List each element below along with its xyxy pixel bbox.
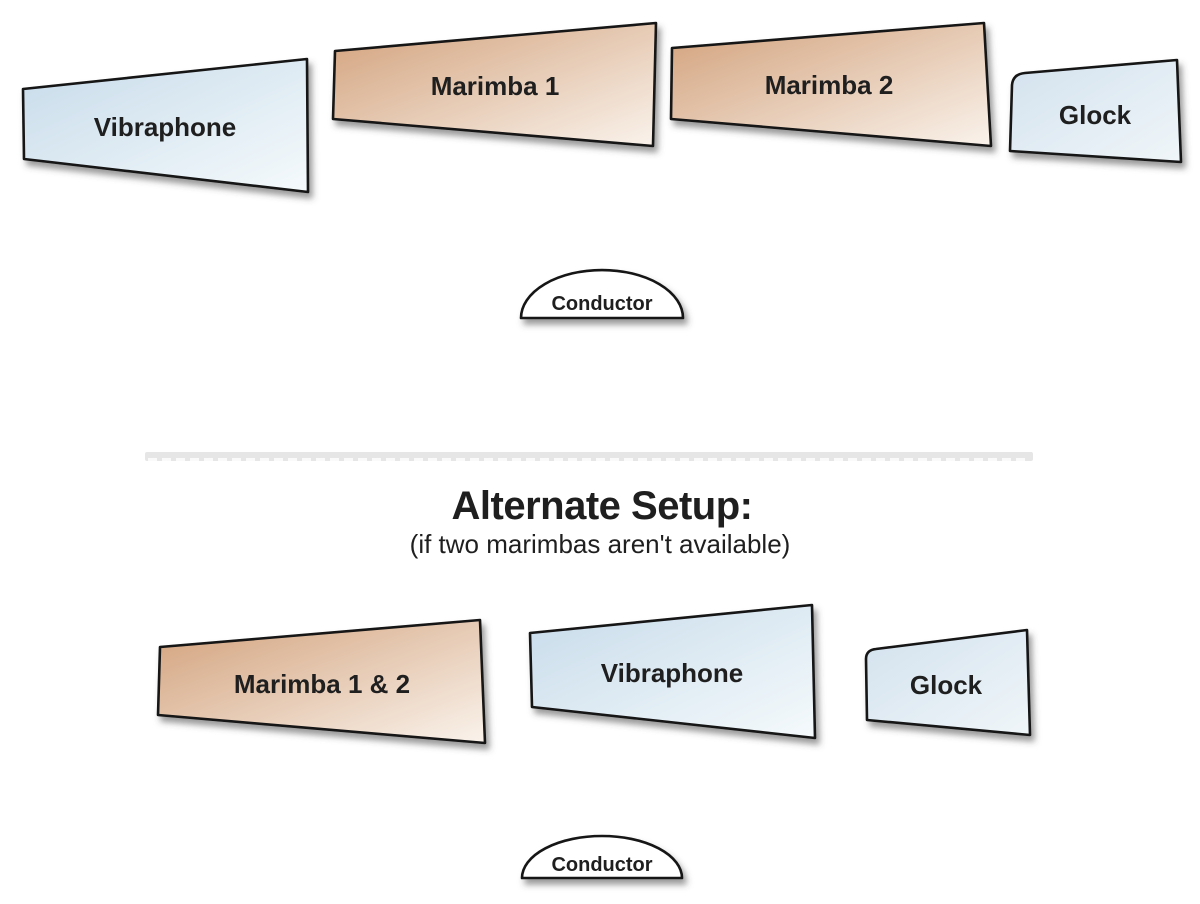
marimba-2-label: Marimba 2 [765,70,894,100]
vibraphone-alt-shape [528,603,817,740]
instrument-vibraphone-alt: Vibraphone [528,603,817,740]
instrument-marimba-1: Marimba 1 [331,21,658,148]
glock-shape [1008,58,1183,164]
alternate-setup-subtitle: (if two marimbas aren't available) [410,529,791,559]
marimba-1-label: Marimba 1 [431,71,560,101]
setup-primary: Vibraphone Marimba 1 Marimba 2 Glock Con… [21,21,1183,320]
conductor-alt: Conductor [520,834,684,880]
instrument-marimba-2: Marimba 2 [669,21,993,148]
glock-label: Glock [1059,100,1132,130]
glock-alt-label: Glock [910,670,983,700]
conductor-label: Conductor [551,293,652,315]
vibraphone-alt-label: Vibraphone [601,658,744,688]
setup-alternate: Marimba 1 & 2 Vibraphone Glock Conductor [156,603,1032,880]
instrument-glock: Glock [1008,58,1183,164]
marimba-1-and-2-shape [156,618,487,745]
instrument-marimba-1-and-2: Marimba 1 & 2 [156,618,487,745]
conductor-alt-label: Conductor [551,854,652,876]
conductor-alt-shape [520,834,684,880]
marimba-1-shape [331,21,658,148]
vibraphone-shape [21,57,310,194]
marimba-2-shape [669,21,993,148]
glock-alt-shape [864,628,1032,737]
marimba-1-and-2-label: Marimba 1 & 2 [234,669,410,699]
instrument-glock-alt: Glock [864,628,1032,737]
conductor: Conductor [519,268,685,320]
conductor-shape [519,268,685,320]
vibraphone-label: Vibraphone [94,112,237,142]
alternate-setup-title: Alternate Setup: [452,484,753,528]
instrument-vibraphone: Vibraphone [21,57,310,194]
